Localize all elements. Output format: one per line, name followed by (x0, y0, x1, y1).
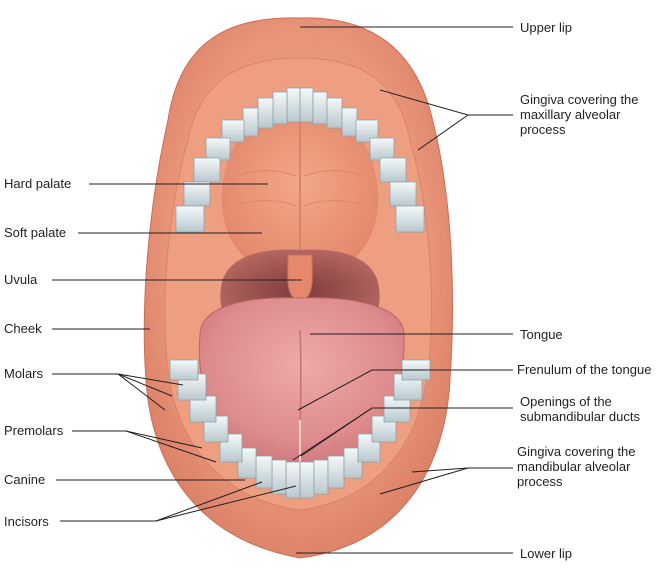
label-frenulum: Frenulum of the tongue (517, 362, 652, 377)
label-tongue: Tongue (520, 327, 563, 342)
label-gingiva-mandibular: Gingiva covering the mandibular alveolar… (517, 444, 662, 489)
palatal-rugae (235, 170, 365, 207)
label-upper-lip: Upper lip (520, 20, 573, 35)
label-lower-lip: Lower lip (520, 546, 573, 561)
leader-molars-b (117, 373, 173, 397)
label-openings-line1: Openings of the (520, 394, 612, 409)
label-hard-palate: Hard palate (4, 176, 72, 191)
label-gingiva-mandibular-line3: process (517, 474, 563, 489)
label-gingiva-mandibular-line2: mandibular alveolar (517, 459, 631, 474)
label-premolars: Premolars (4, 423, 64, 438)
label-molars: Molars (4, 366, 44, 381)
leader-openings-b (292, 407, 373, 461)
leader-gingiva-mandibular-b (379, 467, 469, 495)
leader-lines (52, 26, 513, 554)
label-openings-line2: submandibular ducts (520, 409, 640, 424)
label-uvula: Uvula (4, 272, 38, 287)
label-canine: Canine (4, 472, 46, 487)
lower-teeth (169, 359, 431, 499)
label-cheek: Cheek (4, 321, 42, 336)
label-gingiva-maxillary-line3: process (520, 122, 566, 137)
label-gingiva-maxillary: Gingiva covering the maxillary alveolar … (520, 92, 665, 137)
upper-teeth (175, 87, 425, 233)
label-incisors: Incisors (4, 514, 49, 529)
leader-premolars-b (125, 430, 217, 463)
leader-gingiva-mandibular-a (411, 467, 469, 473)
leader-gingiva-maxillary-b (417, 114, 469, 151)
leader-frenulum (297, 369, 513, 411)
label-gingiva-maxillary-line1: Gingiva covering the (520, 92, 639, 107)
label-gingiva-maxillary-line2: maxillary alveolar (520, 107, 621, 122)
leader-incisors-b (155, 485, 297, 522)
label-soft-palate: Soft palate (4, 225, 67, 240)
leader-molars-c (117, 373, 166, 411)
uvula (287, 254, 313, 301)
label-openings: Openings of the submandibular ducts (520, 394, 665, 424)
label-gingiva-mandibular-line1: Gingiva covering the (517, 444, 636, 459)
